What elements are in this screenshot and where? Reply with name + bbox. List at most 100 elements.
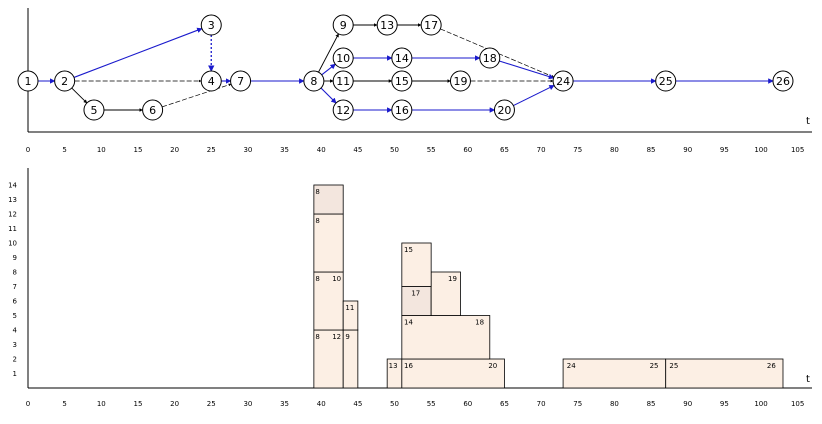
load-block-label: 12 xyxy=(332,333,341,341)
node-label-13: 13 xyxy=(380,19,394,32)
load-block-7 xyxy=(401,358,505,389)
load-block-label: 15 xyxy=(404,246,413,254)
tick-label: 40 xyxy=(317,400,326,408)
y-tick-label: 5 xyxy=(13,312,17,320)
load-block-label: 8 xyxy=(315,275,319,283)
node-label-2: 2 xyxy=(61,75,68,88)
load-block-3 xyxy=(313,184,344,215)
edge-2-5 xyxy=(71,87,88,104)
load-block-11 xyxy=(401,242,432,287)
node-circle-7 xyxy=(230,70,252,92)
load-block-label: 26 xyxy=(767,362,776,370)
node-circle-26 xyxy=(772,70,794,92)
load-block-label: 25 xyxy=(650,362,659,370)
load-block-label: 8 xyxy=(315,333,319,341)
node-label-17: 17 xyxy=(424,19,438,32)
load-block-5 xyxy=(342,300,359,331)
edge-6-7 xyxy=(161,83,232,108)
tick-label: 45 xyxy=(353,400,362,408)
tick-label: 70 xyxy=(537,146,546,154)
tick-label: 25 xyxy=(207,400,216,408)
y-tick-label: 14 xyxy=(8,182,17,190)
network-axis-label: t xyxy=(806,116,810,127)
node-circle-8 xyxy=(303,70,325,92)
tick-label: 35 xyxy=(280,400,289,408)
y-tick-label: 3 xyxy=(13,341,17,349)
load-block-13 xyxy=(665,358,784,389)
load-block-0 xyxy=(313,329,344,389)
load-block-label: 8 xyxy=(315,217,319,225)
tick-label: 100 xyxy=(754,146,767,154)
load-block-2 xyxy=(313,213,344,273)
edge-17-24 xyxy=(440,28,555,78)
tick-label: 15 xyxy=(133,146,142,154)
tick-label: 90 xyxy=(683,146,692,154)
node-label-14: 14 xyxy=(395,52,409,65)
network-edges xyxy=(38,23,774,113)
load-block-label: 14 xyxy=(404,319,413,327)
tick-label: 5 xyxy=(62,146,66,154)
node-label-8: 8 xyxy=(310,75,317,88)
tick-label: 10 xyxy=(97,146,106,154)
tick-label: 75 xyxy=(573,146,582,154)
node-label-15: 15 xyxy=(395,75,409,88)
load-block-label: 17 xyxy=(411,290,420,298)
y-tick-label: 1 xyxy=(13,370,17,378)
edge-18-24 xyxy=(499,60,555,80)
tick-label: 55 xyxy=(427,146,436,154)
load-block-label: 13 xyxy=(389,362,398,370)
node-label-10: 10 xyxy=(336,52,350,65)
node-circle-12 xyxy=(332,99,354,121)
node-label-12: 12 xyxy=(336,104,350,117)
node-circle-1 xyxy=(17,70,39,92)
tick-label: 90 xyxy=(683,400,692,408)
edge-8-12 xyxy=(320,87,337,104)
tick-label: 100 xyxy=(754,400,767,408)
y-tick-label: 6 xyxy=(13,298,18,306)
node-circle-24 xyxy=(552,70,574,92)
node-circle-17 xyxy=(420,14,442,36)
node-label-6: 6 xyxy=(149,104,156,117)
y-tick-label: 12 xyxy=(8,211,17,219)
node-label-20: 20 xyxy=(497,104,511,117)
tick-label: 20 xyxy=(170,400,179,408)
y-tick-label: 10 xyxy=(8,240,17,248)
load-block-label: 10 xyxy=(332,275,341,283)
edge-8-9 xyxy=(318,33,339,73)
node-label-19: 19 xyxy=(453,75,467,88)
tick-label: 80 xyxy=(610,400,619,408)
tick-label: 30 xyxy=(243,400,252,408)
tick-label: 105 xyxy=(791,146,804,154)
node-label-18: 18 xyxy=(483,52,497,65)
tick-label: 65 xyxy=(500,400,509,408)
load-block-label: 25 xyxy=(669,362,678,370)
node-label-4: 4 xyxy=(208,75,215,88)
load-block-label: 19 xyxy=(448,275,457,283)
node-circle-11 xyxy=(332,70,354,92)
node-circle-20 xyxy=(493,99,515,121)
load-block-9 xyxy=(401,286,432,316)
tick-label: 85 xyxy=(647,146,656,154)
tick-label: 0 xyxy=(26,400,30,408)
tick-label: 30 xyxy=(243,146,252,154)
tick-label: 25 xyxy=(207,146,216,154)
node-circle-4 xyxy=(200,70,222,92)
tick-label: 0 xyxy=(26,146,30,154)
tick-label: 95 xyxy=(720,146,729,154)
tick-label: 20 xyxy=(170,146,179,154)
node-circle-2 xyxy=(54,70,76,92)
tick-label: 70 xyxy=(537,400,546,408)
tick-label: 105 xyxy=(791,400,804,408)
tick-label: 40 xyxy=(317,146,326,154)
y-tick-label: 13 xyxy=(8,196,17,204)
edge-2-3 xyxy=(73,27,203,78)
load-block-label: 11 xyxy=(345,304,354,312)
y-tick-label: 4 xyxy=(13,327,18,335)
load-block-10 xyxy=(430,271,461,316)
node-label-16: 16 xyxy=(395,104,409,117)
node-circle-14 xyxy=(391,47,413,69)
